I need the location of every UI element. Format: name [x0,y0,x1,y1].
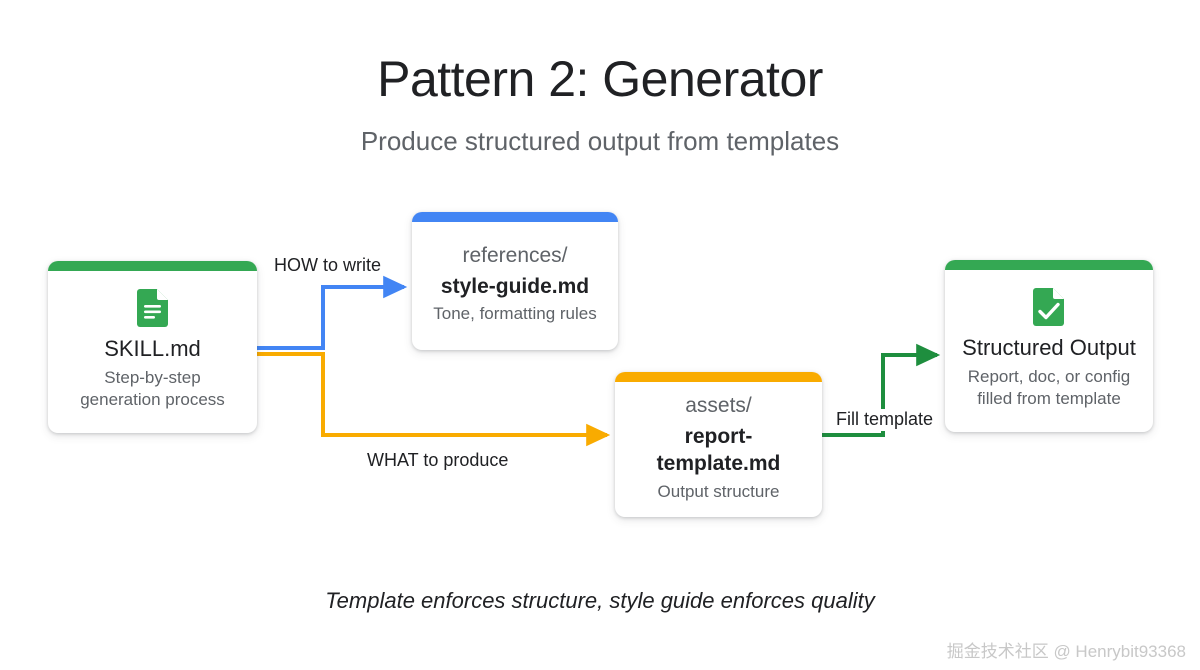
node-card-references[interactable]: references/ style-guide.md Tone, formatt… [412,212,618,350]
card-accent-bar [945,260,1153,270]
page-title: Pattern 2: Generator [377,51,823,107]
card-body: SKILL.md Step-by-step generation process [48,271,257,433]
card-body: assets/ report-template.md Output struct… [615,382,822,517]
edge-label-what-to-produce: WHAT to produce [367,450,509,470]
edge-label-fill-template: Fill template [832,409,938,431]
card-accent-bar [48,261,257,271]
card-subtitle-line1: Output structure [657,481,780,501]
card-title: SKILL.md [104,336,201,362]
edge-how-to-write-arrow [257,275,408,350]
page-subtitle: Produce structured output from templates [360,126,840,156]
card-subtitle-line1: Tone, formatting rules [433,304,597,324]
card-path-prefix: assets/ [685,393,752,417]
edge-what-to-produce-arrow [257,352,611,447]
card-subtitle-line1: Step-by-step [104,368,201,388]
card-accent-bar [615,372,822,382]
node-card-assets[interactable]: assets/ report-template.md Output struct… [615,372,822,517]
card-body: references/ style-guide.md Tone, formatt… [412,222,618,350]
card-path-prefix: references/ [462,243,568,267]
card-title: report-template.md [656,424,781,476]
node-card-structured-output[interactable]: Structured Output Report, doc, or config… [945,260,1153,432]
card-subtitle-line1: Report, doc, or config [967,367,1131,387]
card-title: style-guide.md [440,275,590,299]
document-lines-icon [136,289,169,328]
footer-note: Template enforces structure, style guide… [325,588,875,613]
card-body: Structured Output Report, doc, or config… [945,270,1153,432]
node-card-skill[interactable]: SKILL.md Step-by-step generation process [48,261,257,433]
card-accent-bar [412,212,618,222]
card-subtitle-line2: filled from template [977,388,1121,408]
card-title: Structured Output [962,335,1136,361]
document-check-icon [1033,288,1065,327]
edge-label-how-to-write: HOW to write [274,255,382,275]
watermark: 掘金技术社区 @ Henrybit93368 [946,642,1186,661]
card-subtitle-line2: generation process [80,389,225,409]
